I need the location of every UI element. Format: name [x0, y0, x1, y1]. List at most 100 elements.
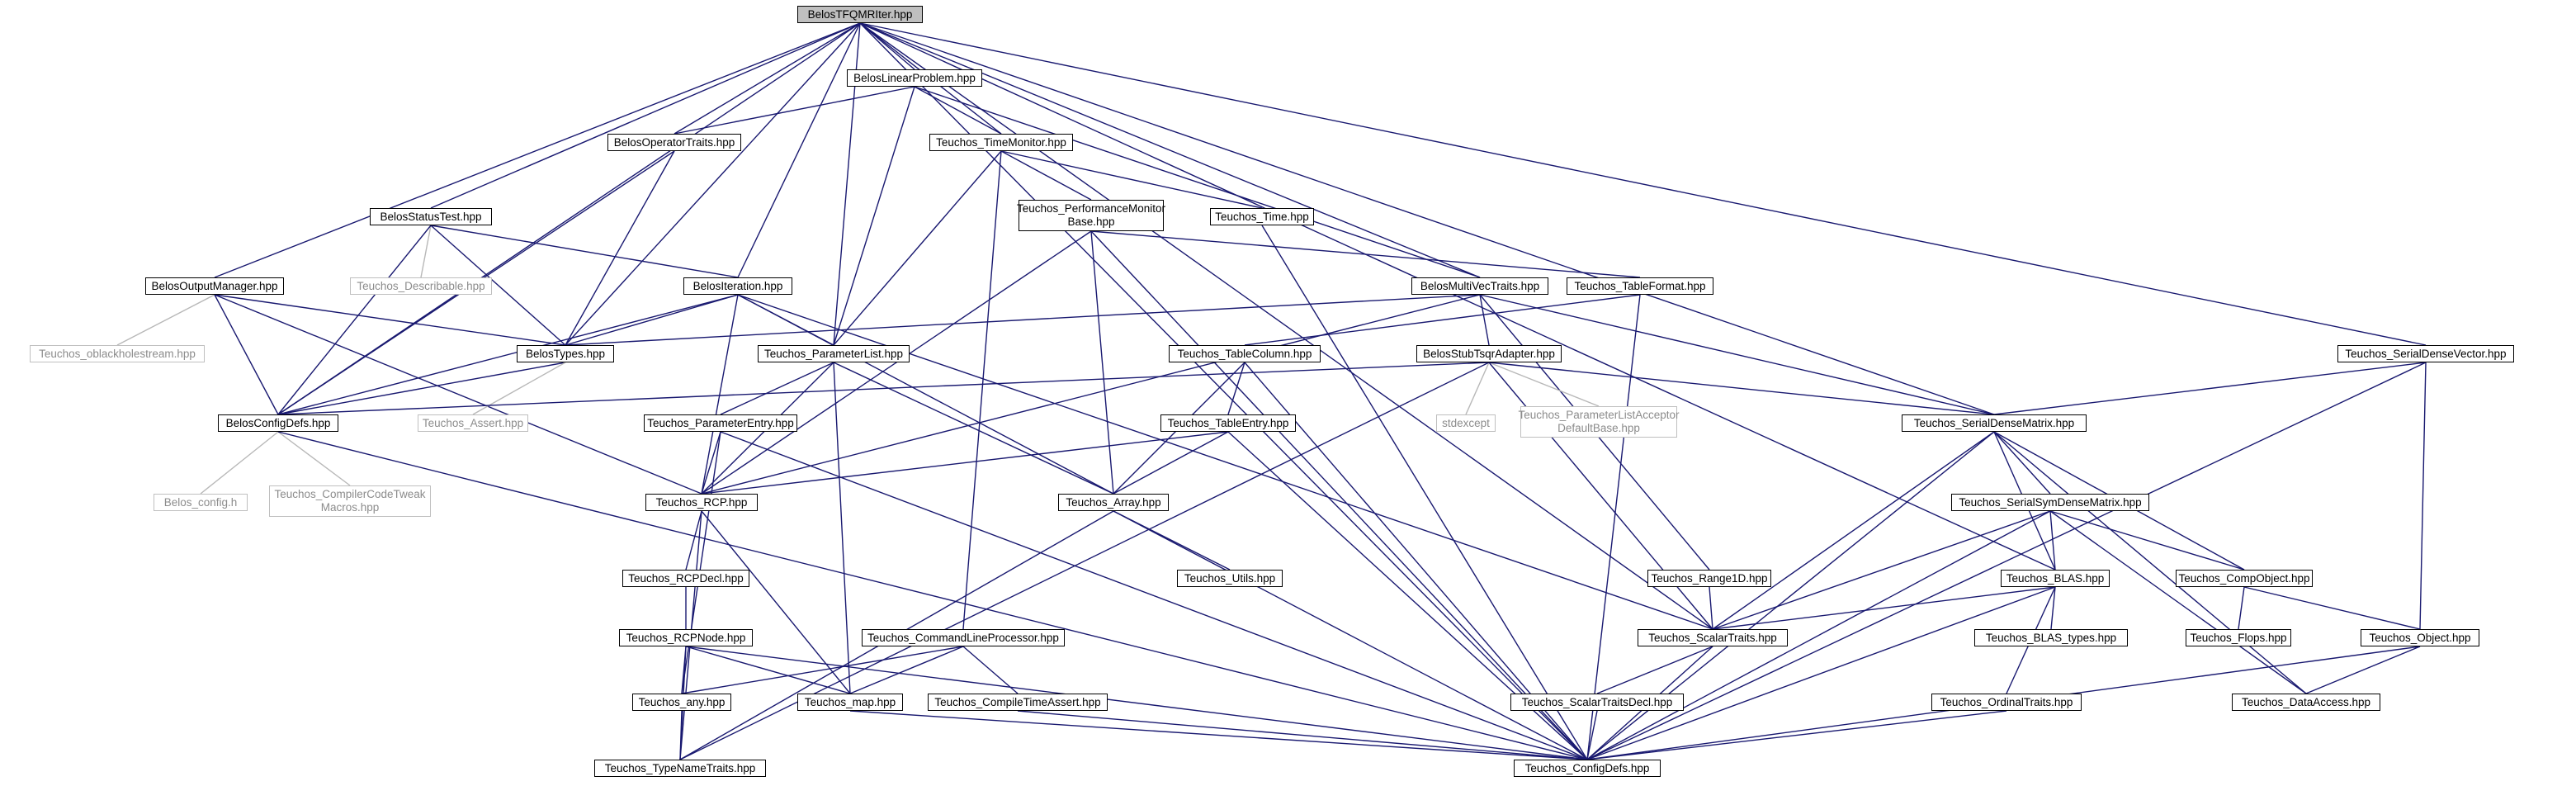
node-type-name-traits[interactable]: Teuchos_TypeNameTraits.hpp — [594, 760, 766, 777]
node-config-defs[interactable]: BelosConfigDefs.hpp — [218, 414, 338, 432]
node-blas-types[interactable]: Teuchos_BLAS_types.hpp — [1974, 629, 2128, 646]
edge-serial-dense-matrix-to-data-access — [1993, 431, 2307, 694]
node-ordinal-traits[interactable]: Teuchos_OrdinalTraits.hpp — [1931, 694, 2082, 711]
edge-stub-tsqr-to-serial-dense-matrix — [1488, 362, 1995, 415]
node-scalar-traits-decl[interactable]: Teuchos_ScalarTraitsDecl.hpp — [1510, 694, 1684, 711]
edge-time-monitor-to-teuchos-time — [1000, 150, 1263, 209]
edge-blas-to-scalar-traits — [1712, 586, 2056, 630]
edge-perf-monitor-to-array — [1090, 230, 1114, 495]
edge-root-to-config-defs — [277, 22, 861, 415]
edge-belos-types-to-config-defs — [277, 362, 566, 415]
node-operator-traits[interactable]: BelosOperatorTraits.hpp — [607, 134, 741, 151]
node-scalar-traits[interactable]: Teuchos_ScalarTraits.hpp — [1638, 629, 1788, 646]
edge-serial-sym-dense-matrix-to-comp-object — [2049, 510, 2245, 571]
edge-serial-dense-vector-to-serial-dense-matrix — [1993, 362, 2427, 415]
edge-scalar-traits-decl-to-teuchos-config-defs — [1586, 710, 1598, 760]
node-output-manager[interactable]: BelosOutputManager.hpp — [145, 277, 284, 295]
edge-parameter-list-to-array — [833, 362, 1114, 495]
edge-serial-sym-dense-matrix-to-data-access — [2049, 510, 2307, 694]
node-data-access[interactable]: Teuchos_DataAccess.hpp — [2232, 694, 2380, 711]
edge-root-to-status-test — [430, 22, 861, 209]
edge-config-defs-to-compiler-code-tweak — [277, 431, 351, 486]
edge-map-to-teuchos-config-defs — [849, 710, 1588, 760]
node-array[interactable]: Teuchos_Array.hpp — [1058, 494, 1169, 511]
edge-table-format-to-teuchos-config-defs — [1586, 294, 1641, 760]
edge-stub-tsqr-to-pl-acceptor — [1488, 362, 1600, 407]
node-teuchos-time[interactable]: Teuchos_Time.hpp — [1210, 208, 1314, 225]
node-map[interactable]: Teuchos_map.hpp — [797, 694, 903, 711]
node-rcp[interactable]: Teuchos_RCP.hpp — [645, 494, 758, 511]
edge-blas-to-teuchos-config-defs — [1586, 586, 2056, 760]
node-stub-tsqr[interactable]: BelosStubTsqrAdapter.hpp — [1416, 345, 1562, 362]
node-rcp-decl[interactable]: Teuchos_RCPDecl.hpp — [622, 570, 749, 587]
node-serial-sym-dense-matrix[interactable]: Teuchos_SerialSymDenseMatrix.hpp — [1951, 494, 2149, 511]
node-blas[interactable]: Teuchos_BLAS.hpp — [2001, 570, 2110, 587]
node-iteration[interactable]: BelosIteration.hpp — [683, 277, 792, 295]
node-serial-dense-vector[interactable]: Teuchos_SerialDenseVector.hpp — [2337, 345, 2514, 362]
edge-rcp-to-rcp-decl — [685, 510, 702, 571]
node-rcp-node[interactable]: Teuchos_RCPNode.hpp — [619, 629, 753, 646]
node-utils[interactable]: Teuchos_Utils.hpp — [1177, 570, 1283, 587]
edge-stub-tsqr-to-config-defs — [277, 362, 1490, 415]
node-range1d[interactable]: Teuchos_Range1D.hpp — [1647, 570, 1771, 587]
node-root[interactable]: BelosTFQMRIter.hpp — [797, 6, 923, 23]
node-flops[interactable]: Teuchos_Flops.hpp — [2186, 629, 2291, 646]
edge-iteration-to-rcp — [701, 294, 739, 495]
edge-array-to-teuchos-config-defs — [1113, 510, 1588, 760]
node-table-format[interactable]: Teuchos_TableFormat.hpp — [1567, 277, 1713, 295]
edge-perf-monitor-to-rcp — [701, 230, 1092, 495]
node-perf-monitor[interactable]: Teuchos_PerformanceMonitor Base.hpp — [1017, 200, 1165, 231]
edge-parameter-list-to-map — [833, 362, 851, 694]
edge-stub-tsqr-to-type-name-traits — [679, 362, 1490, 760]
node-belos-types[interactable]: BelosTypes.hpp — [517, 345, 614, 362]
edge-parameter-list-to-parameter-entry — [720, 362, 834, 415]
node-teuchos-object[interactable]: Teuchos_Object.hpp — [2361, 629, 2479, 646]
edge-operator-traits-to-belos-types — [565, 150, 675, 346]
edge-serial-sym-dense-matrix-to-teuchos-config-defs — [1586, 510, 2051, 760]
edge-output-manager-to-belos-types — [214, 294, 566, 346]
node-pl-acceptor: Teuchos_ParameterListAcceptor DefaultBas… — [1518, 406, 1680, 438]
node-linear-problem[interactable]: BelosLinearProblem.hpp — [847, 69, 982, 87]
edge-root-to-operator-traits — [674, 22, 861, 135]
edge-root-to-output-manager — [214, 22, 861, 278]
node-oblackhole: Teuchos_oblackholestream.hpp — [30, 345, 205, 362]
edge-compile-time-assert-to-teuchos-config-defs — [1017, 710, 1588, 760]
edge-status-test-to-belos-types — [430, 225, 566, 346]
edge-table-entry-to-array — [1113, 431, 1229, 495]
edge-comp-object-to-teuchos-object — [2243, 586, 2421, 630]
edge-multivec-traits-to-stub-tsqr — [1479, 294, 1490, 346]
edge-perf-monitor-to-teuchos-config-defs — [1090, 230, 1588, 760]
edge-iteration-to-config-defs — [277, 294, 739, 415]
node-teuchos-assert: Teuchos_Assert.hpp — [418, 414, 528, 432]
edge-root-to-multivec-traits — [859, 22, 1481, 278]
node-teuchos-config-defs[interactable]: Teuchos_ConfigDefs.hpp — [1514, 760, 1661, 777]
node-comp-object[interactable]: Teuchos_CompObject.hpp — [2176, 570, 2313, 587]
node-status-test[interactable]: BelosStatusTest.hpp — [370, 208, 492, 225]
edge-time-monitor-to-parameter-list — [833, 150, 1002, 346]
node-parameter-entry[interactable]: Teuchos_ParameterEntry.hpp — [644, 414, 797, 432]
edge-any-to-type-name-traits — [679, 710, 683, 760]
node-table-column[interactable]: Teuchos_TableColumn.hpp — [1169, 345, 1321, 362]
edge-table-column-to-table-entry — [1227, 362, 1245, 415]
node-belos-config: Belos_config.h — [154, 494, 248, 511]
node-time-monitor[interactable]: Teuchos_TimeMonitor.hpp — [929, 134, 1073, 151]
node-any[interactable]: Teuchos_any.hpp — [632, 694, 731, 711]
node-serial-dense-matrix[interactable]: Teuchos_SerialDenseMatrix.hpp — [1902, 414, 2087, 432]
edge-status-test-to-iteration — [430, 225, 739, 278]
node-table-entry[interactable]: Teuchos_TableEntry.hpp — [1160, 414, 1296, 432]
edge-serial-dense-matrix-to-scalar-traits — [1712, 431, 1995, 630]
edge-iteration-to-belos-types — [565, 294, 739, 346]
node-parameter-list[interactable]: Teuchos_ParameterList.hpp — [758, 345, 910, 362]
node-compile-time-assert[interactable]: Teuchos_CompileTimeAssert.hpp — [928, 694, 1108, 711]
node-cmd-line-processor[interactable]: Teuchos_CommandLineProcessor.hpp — [862, 629, 1065, 646]
edge-rcp-node-to-map — [685, 646, 851, 694]
edge-serial-dense-vector-to-teuchos-object — [2419, 362, 2427, 630]
node-multivec-traits[interactable]: BelosMultiVecTraits.hpp — [1411, 277, 1548, 295]
edge-table-format-to-table-column — [1244, 294, 1641, 346]
edge-status-test-to-describable — [420, 225, 432, 278]
edge-output-manager-to-rcp — [214, 294, 702, 495]
edge-stub-tsqr-to-stdexcept — [1465, 362, 1490, 415]
edge-linear-problem-to-parameter-list — [833, 86, 915, 346]
